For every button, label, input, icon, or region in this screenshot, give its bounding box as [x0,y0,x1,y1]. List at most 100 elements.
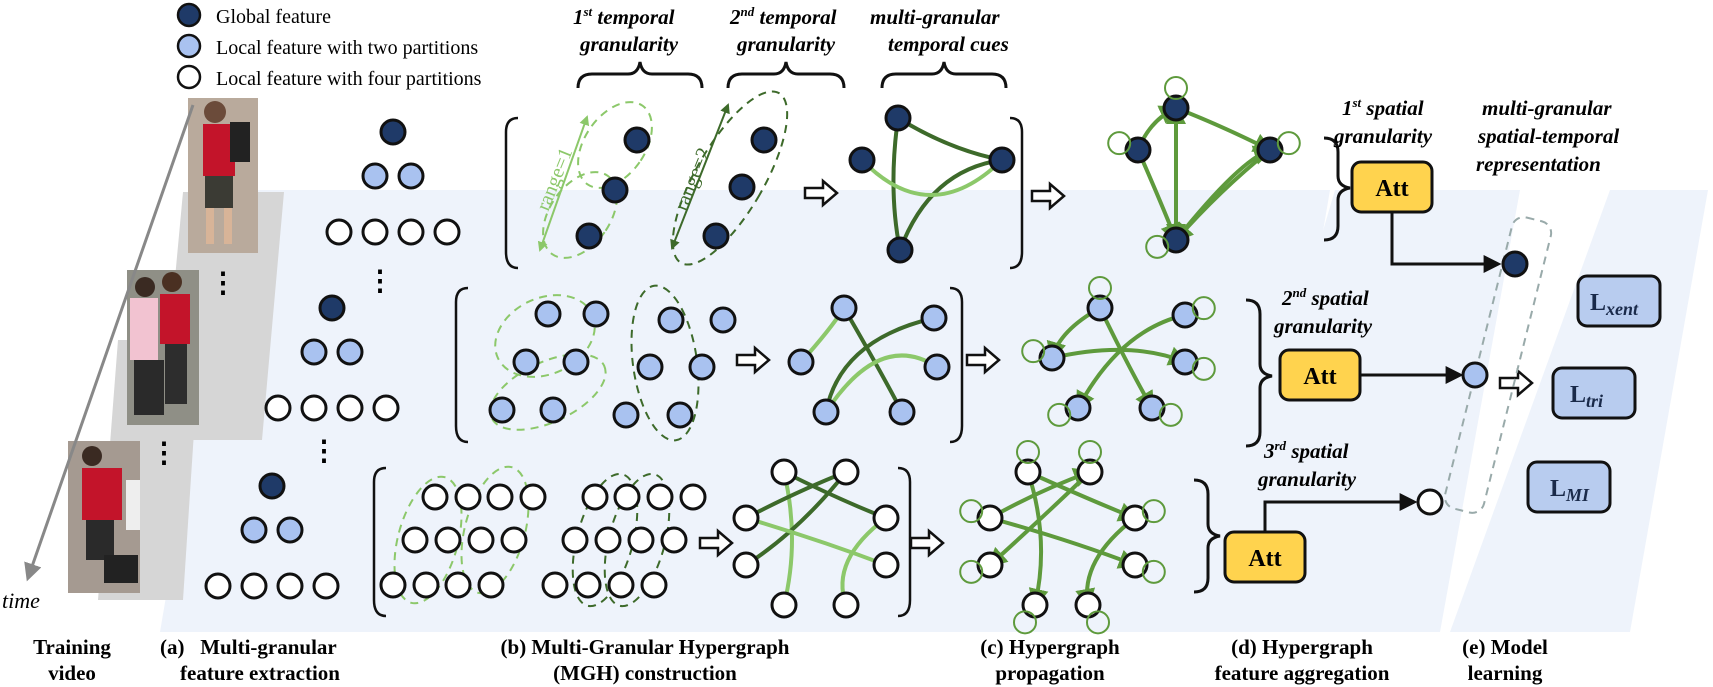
video-frame-3 [68,441,140,593]
node-four [454,483,482,511]
header-temporal2: 2nd temporal [729,4,837,29]
att-output-arrow [1263,493,1418,532]
node-two [336,338,364,366]
node-two [397,162,425,190]
transition-arrow [965,345,1001,375]
curly-brace-vertical [1323,136,1351,242]
node-four [732,551,760,579]
self-loop-arrow [1078,440,1102,464]
header-spatial1: 1st spatial [1342,95,1424,120]
header-rep-line3: representation [1476,152,1601,176]
header-rep: multi-granular [1482,96,1612,120]
node-four [1076,458,1104,486]
att-label: Att [1303,364,1336,390]
panel-c [905,190,1330,632]
self-loop-arrow [1013,610,1037,635]
self-loop-arrow [1107,131,1132,156]
caption-b-line2: (MGH) construction [553,661,737,685]
node-two [888,398,916,426]
node-global [884,104,912,132]
header-spatial2-line2: granularity [1273,314,1373,338]
bracket-right [949,286,964,444]
loss-tri: Ltri [1551,366,1637,420]
node-two [612,401,640,429]
node-four [421,483,449,511]
node-four [204,572,232,600]
node-four [336,394,364,422]
caption-video-line2: video [48,661,96,685]
header-rep-line2: spatial-temporal [1477,124,1619,148]
node-global [886,236,914,264]
node-four [1021,591,1049,619]
transition-arrow [735,345,771,375]
self-loop-arrow [1191,296,1216,321]
transition-arrow [698,528,734,558]
transition-arrow [803,178,839,208]
self-loop-arrow [1086,610,1110,635]
header-spatial3-line2: granularity [1257,467,1357,491]
node-two [812,398,840,426]
node-four [500,526,528,554]
svg-text:Lxent: Lxent [1590,290,1639,319]
legend-label-four: Local feature with four partitions [216,68,482,90]
node-four [519,483,547,511]
node-global [702,222,730,250]
node-four [640,571,668,599]
legend-label-global: Global feature [216,6,331,28]
header-temporal2-line2: granularity [736,32,836,56]
node-global [728,173,756,201]
self-loop-arrow [959,559,984,584]
self-loop-arrow [1276,131,1301,156]
curly-brace [880,61,1008,89]
loss-sub: MI [1565,485,1590,505]
node-two [1171,301,1199,329]
representation-box [1443,216,1553,514]
att-block-1: Att [1350,160,1434,214]
node-four [467,526,495,554]
hyperedge-dark [898,158,1003,251]
transition-arrow [909,528,945,558]
rep-node-two [1461,361,1489,389]
node-global [575,222,603,250]
self-loop-arrow [1191,356,1216,381]
self-loop-arrow [959,499,984,524]
loss-base: L [1550,476,1566,502]
range-arrow [670,103,730,250]
node-two [488,396,516,424]
node-two [240,516,268,544]
captions: Training video (a) Multi-granular featur… [33,635,1548,685]
hyperedge-light [782,471,794,606]
node-four [732,504,760,532]
node-four [240,572,268,600]
node-two [923,353,951,381]
node-four [276,572,304,600]
legend-four-icon [176,64,202,90]
node-four [607,571,635,599]
node-global [1124,136,1152,164]
node-two [300,338,328,366]
node-four [1014,458,1042,486]
node-four [444,571,472,599]
node-four [325,218,353,246]
curly-brace [576,61,704,89]
node-four [372,394,400,422]
legend-global-icon [176,2,202,28]
hyperedge-dark [896,116,1003,162]
att-output-arrow [1390,212,1502,273]
node-four [581,483,609,511]
node-two [636,353,664,381]
node-global [379,118,407,146]
feature-pyramid [204,118,461,600]
node-two [920,304,948,332]
node-four [594,526,622,554]
loss-base: L [1570,382,1586,408]
node-global [848,146,876,174]
node-two [1064,394,1092,422]
training-video: ⋮ ⋮ time [2,98,284,613]
node-two [709,306,737,334]
node-global [1256,136,1284,164]
node-four [379,571,407,599]
loss-mi: LMI [1526,460,1612,514]
loss-sub: tri [1586,391,1603,411]
